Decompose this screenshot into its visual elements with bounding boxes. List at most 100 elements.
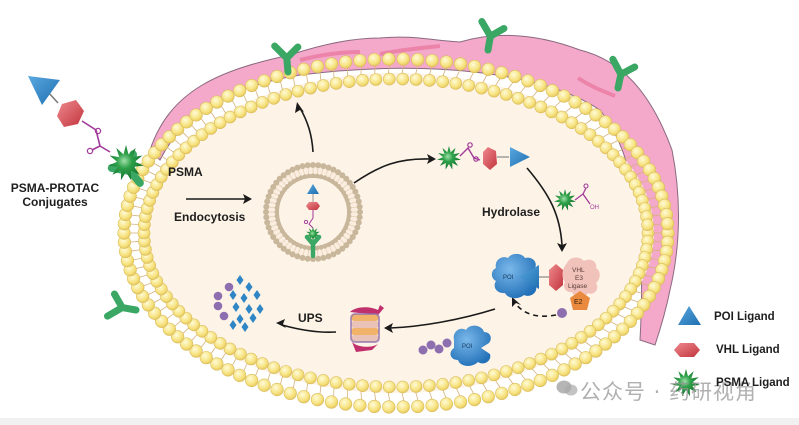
arrowhead: [557, 243, 567, 252]
lipid-head: [310, 173, 316, 179]
amino-acid-fragment: [241, 322, 249, 332]
psma-ligand-star: [306, 227, 320, 241]
oh-label: OH: [590, 205, 599, 211]
lipid-head: [396, 72, 410, 86]
lipid-tail: [348, 196, 356, 200]
lipid-head: [339, 172, 346, 179]
lipid-head: [256, 96, 269, 109]
lipid-tail: [302, 168, 305, 176]
lipid-head: [557, 89, 571, 103]
lipid-head: [349, 234, 356, 241]
lipid-tail: [268, 206, 276, 209]
lipid-head: [171, 330, 185, 344]
lipid-head: [315, 162, 322, 169]
lipid-head: [475, 81, 488, 95]
lipid-head: [423, 74, 436, 87]
lipid-head: [299, 254, 306, 261]
lipid-head: [316, 374, 330, 387]
lipid-head: [591, 318, 605, 332]
lipid-head: [382, 52, 396, 66]
lipid-head: [533, 78, 547, 93]
lipid-head: [356, 379, 369, 392]
lipid-tail: [325, 169, 329, 177]
lipid-head: [221, 89, 235, 103]
amino-acid-fragment: [253, 290, 261, 300]
lipid-head: [339, 55, 353, 69]
poi-label: POI: [503, 275, 514, 281]
lipid-head: [330, 251, 337, 258]
lipid-tail: [293, 171, 297, 178]
lipid-head: [439, 397, 453, 411]
psma-receptor-icon: [271, 42, 302, 76]
lipid-head: [180, 115, 194, 129]
lipid-head: [244, 352, 258, 366]
ubiquitin: [434, 344, 444, 354]
ubiquitin: [213, 301, 223, 311]
lipid-head: [481, 62, 495, 76]
lipid-tail: [350, 206, 358, 209]
legend-psma-ligand-label: PSMA Ligand: [716, 377, 790, 389]
lipid-head: [325, 253, 332, 260]
ubiquitin: [557, 308, 567, 318]
ub-transfer-arrow: [514, 302, 557, 318]
poi-ligand-triangle: [307, 184, 319, 194]
lipid-head: [449, 77, 463, 90]
extracellular-pink-layer: [149, 34, 679, 346]
lipid-head: [346, 179, 353, 186]
lipid-head: [436, 378, 449, 391]
arrowhead: [512, 297, 521, 307]
poi-protein: [450, 325, 491, 366]
lipid-head: [499, 365, 513, 378]
lipid-tail: [347, 192, 354, 196]
lipid-head: [223, 110, 237, 124]
lipid-head: [187, 134, 201, 148]
lipid-head: [343, 242, 350, 249]
lipid-head: [511, 91, 525, 105]
lipid-head: [234, 105, 247, 119]
lipid-tail: [325, 247, 329, 255]
lipid-head: [545, 368, 559, 382]
lipid-head: [481, 390, 495, 404]
lipid-tail: [307, 249, 310, 257]
lipid-head: [195, 128, 209, 142]
lipid-head: [343, 75, 356, 88]
matrix-streak: [576, 76, 616, 98]
lipid-tail: [332, 243, 338, 251]
lipid-head: [462, 374, 476, 387]
legend-vhl-ligand-label: VHL Ligand: [716, 344, 780, 356]
arrowheads: [243, 102, 567, 333]
ternary-complex: POI VHL E3 Ligase E2: [491, 253, 600, 318]
amino-acid-fragment: [236, 275, 244, 285]
matrix-streak: [379, 44, 441, 56]
lipid-tail: [349, 220, 357, 223]
lipid-head: [436, 75, 449, 88]
lipid-head: [499, 88, 513, 101]
bottom-strip: [0, 418, 799, 425]
lipid-head: [284, 248, 291, 255]
lipid-head: [245, 373, 259, 388]
vhl-ligand-hexagon: [306, 202, 320, 210]
lipid-head: [339, 397, 353, 411]
lipid-head: [210, 95, 224, 109]
lipid-head: [329, 77, 343, 90]
lipid-head: [273, 238, 280, 245]
legend-vhl-ligand-icon: [674, 343, 700, 357]
lipid-head: [302, 174, 308, 180]
lipid-head: [598, 337, 612, 351]
lipid-head: [349, 183, 356, 190]
hydrolysis-product: OH: [554, 183, 599, 211]
lipid-tail: [339, 238, 346, 245]
cytoplasm: [138, 73, 654, 393]
lipid-tail: [336, 176, 342, 183]
poi-ligand-triangle: [28, 76, 60, 105]
lipid-head: [555, 342, 569, 356]
lipid-tail: [288, 243, 294, 251]
lipid-head: [310, 162, 316, 168]
lipid-tail: [284, 241, 290, 248]
legend: [672, 306, 701, 397]
vhl-ligand-hexagon: [483, 147, 497, 170]
amino-acid-fragment: [229, 290, 237, 300]
lipid-tail: [332, 173, 338, 181]
lipid-head: [310, 59, 325, 74]
lipid-head: [423, 379, 436, 392]
